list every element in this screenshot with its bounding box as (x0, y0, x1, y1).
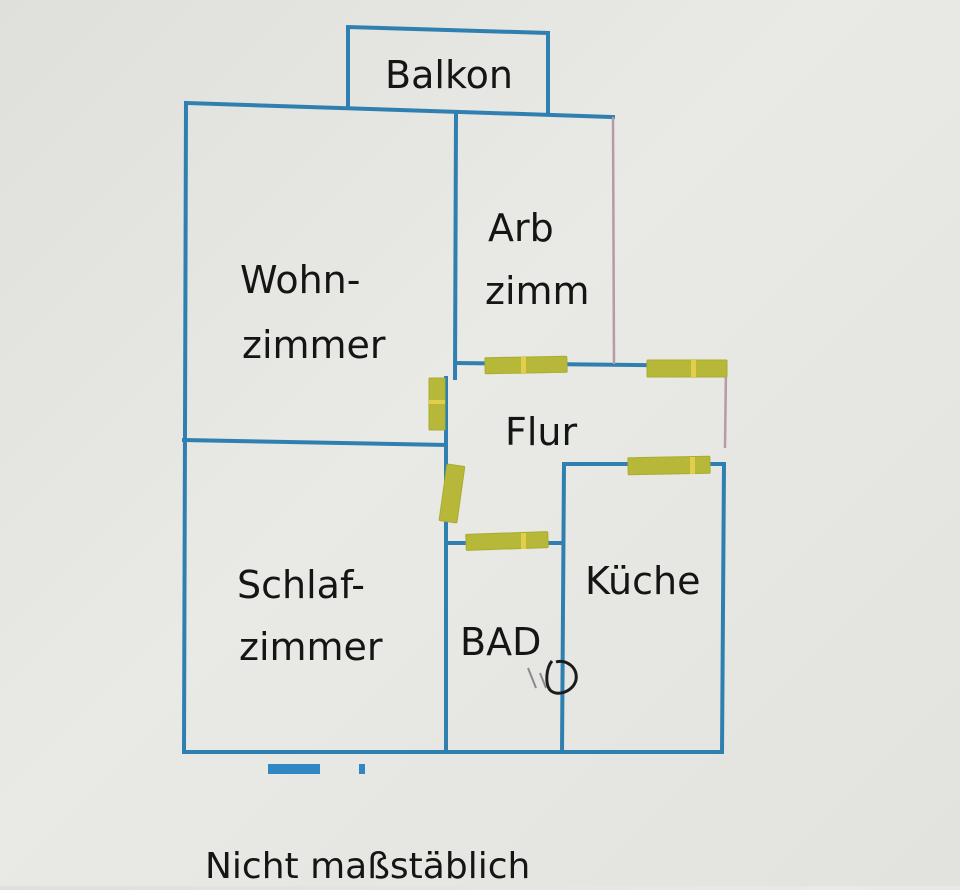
living-bedroom-divider (181, 437, 449, 448)
door-bedroom-hall (438, 463, 466, 524)
bathroom-kitchen-divider (559, 461, 567, 755)
left-outer-wall (181, 100, 189, 755)
bathroom-label: BAD (460, 620, 541, 664)
living-room-label-line2: zimmer (242, 323, 386, 367)
balcony-label: Balkon (385, 53, 513, 97)
window-marker-right (359, 764, 365, 774)
kitchen-label: Küche (585, 559, 700, 603)
living-room-label-line1: Wohn- (240, 258, 360, 302)
study-label-line2: zimm (485, 269, 590, 313)
top-outer-wall (183, 100, 616, 120)
study-right-wall (611, 116, 616, 365)
door-hall-entrance (646, 359, 728, 378)
door-study-hall (484, 355, 568, 375)
bedroom-label-line2: zimmer (239, 625, 383, 669)
living-room-right-wall (452, 112, 459, 381)
room-labels: Balkon Arb zimm Wohn- zimmer Flur Schlaf… (237, 53, 700, 669)
kitchen-right-wall (719, 461, 727, 755)
not-to-scale-note: Nicht maßstäblich (205, 846, 530, 886)
hall-label: Flur (505, 410, 577, 454)
toilet-icon (527, 659, 578, 695)
study-label-line1: Arb (488, 206, 554, 250)
bedroom-label-line1: Schlaf- (237, 563, 365, 607)
door-hall-kitchen (627, 455, 711, 476)
window-markers (268, 764, 365, 774)
door-living-hall (428, 377, 446, 431)
hall-right-wall (723, 367, 728, 449)
balcony-walls (346, 24, 550, 114)
doors (428, 355, 728, 551)
door-hall-bathroom (465, 531, 549, 551)
window-marker-left (268, 764, 320, 774)
